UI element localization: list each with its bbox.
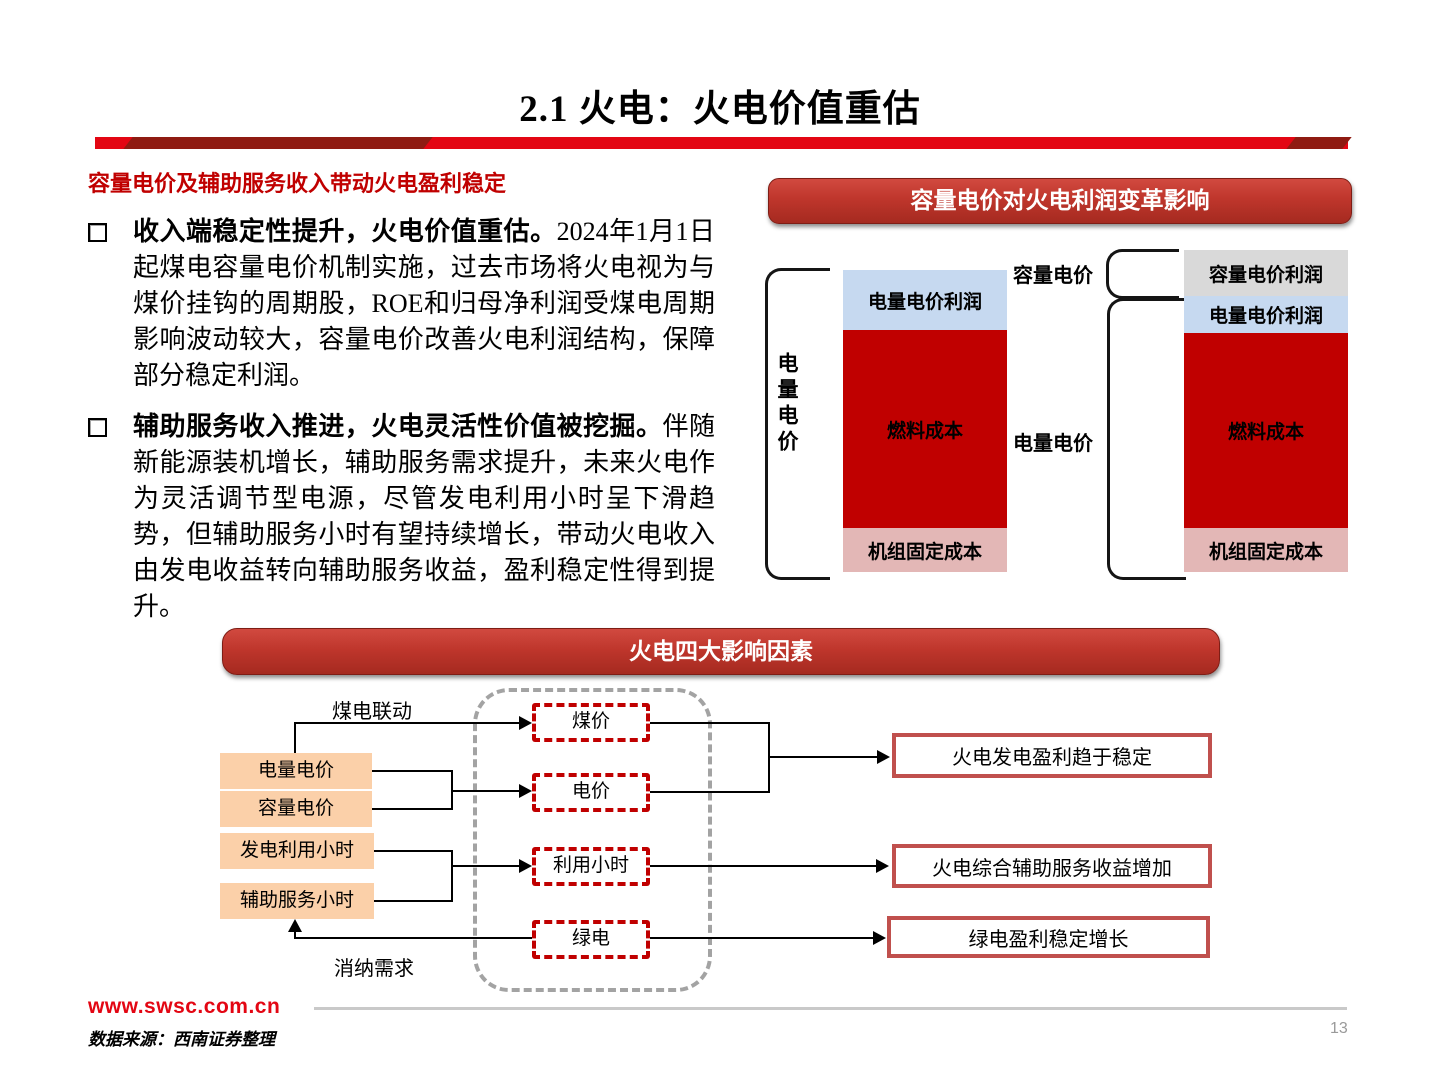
factor-box-coal-price: 煤价	[532, 703, 650, 742]
footer-source: 数据来源：西南证券整理	[88, 1030, 275, 1049]
input-box-ancillary-hours: 辅助服务小时	[220, 883, 374, 919]
connector	[650, 722, 770, 724]
energy-price-label: 电量电价	[1013, 433, 1093, 455]
bar-segment-fuel-cost: 燃料成本	[1184, 333, 1348, 528]
profit-panel-title: 容量电价对火电利润变革影响	[768, 178, 1352, 224]
divider-dark-segment	[123, 137, 433, 149]
arrowhead-up-icon	[288, 919, 302, 932]
outcome-box-generation-profit: 火电发电盈利趋于稳定	[892, 733, 1212, 778]
arrowhead-right-icon	[519, 784, 532, 798]
input-box-energy-price: 电量电价	[220, 753, 372, 789]
right-stacked-bar: 容量电价利润 电量电价利润 燃料成本 机组固定成本	[1184, 250, 1348, 572]
bullet-body: 伴随新能源装机增长，辅助服务需求提升，未来火电作为灵活调节型电源，尽管发电利用小…	[133, 412, 715, 621]
brace-left-bar	[765, 268, 830, 580]
page-number: 13	[1330, 1020, 1348, 1037]
checkbox-bullet-icon	[88, 223, 107, 242]
edge-label-coal-link: 煤电联动	[332, 701, 412, 723]
factor-box-power-price: 电价	[532, 773, 650, 812]
edge-label-consumption-demand: 消纳需求	[334, 958, 414, 980]
bullet-lead: 辅助服务收入推进，火电灵活性价值被挖掘。	[133, 412, 663, 441]
input-box-capacity-price: 容量电价	[220, 791, 372, 827]
connector	[451, 850, 453, 902]
arrowhead-right-icon	[519, 859, 532, 873]
connector	[372, 770, 453, 772]
factor-box-green-power: 绿电	[532, 920, 650, 959]
input-box-generation-hours: 发电利用小时	[220, 833, 374, 869]
bullet-text: 辅助服务收入推进，火电灵活性价值被挖掘。伴随新能源装机增长，辅助服务需求提升，未…	[133, 409, 715, 625]
page-title: 2.1 火电：火电价值重估	[519, 89, 921, 130]
connector	[294, 929, 296, 939]
bullet-body: 2024年1月1日起煤电容量电价机制实施，过去市场将火电视为与煤价挂钩的周期股，…	[133, 217, 715, 390]
connector	[374, 850, 453, 852]
brace-capacity-segment	[1106, 249, 1179, 299]
title-divider	[95, 137, 1352, 149]
connector	[451, 865, 520, 867]
connector	[294, 937, 532, 939]
bullet-item: 辅助服务收入推进，火电灵活性价值被挖掘。伴随新能源装机增长，辅助服务需求提升，未…	[88, 409, 716, 625]
factors-panel-title: 火电四大影响因素	[222, 628, 1220, 675]
checkbox-bullet-icon	[88, 418, 107, 437]
bar-segment-fixed-cost: 机组固定成本	[843, 528, 1007, 572]
arrowhead-right-icon	[876, 859, 889, 873]
bar-segment-capacity-profit: 容量电价利润	[1184, 250, 1348, 296]
bar-segment-fuel-cost: 燃料成本	[843, 330, 1007, 528]
brace-energy-segment	[1107, 298, 1186, 580]
capacity-price-label: 容量电价	[1013, 265, 1093, 287]
connector	[294, 723, 296, 753]
connector	[294, 722, 521, 724]
arrowhead-right-icon	[519, 716, 532, 730]
factor-box-utilization-hours: 利用小时	[532, 847, 650, 886]
connector	[650, 937, 879, 939]
footer-divider	[314, 1007, 1347, 1010]
connector	[451, 790, 520, 792]
outcome-box-ancillary-income: 火电综合辅助服务收益增加	[892, 844, 1212, 888]
left-stacked-bar: 电量电价利润 燃料成本 机组固定成本	[843, 270, 1007, 572]
arrowhead-right-icon	[877, 750, 890, 764]
connector	[650, 791, 770, 793]
left-bar-bracket-label: 电量电价	[775, 352, 799, 456]
factors-dashed-group	[473, 688, 712, 992]
bullet-text: 收入端稳定性提升，火电价值重估。2024年1月1日起煤电容量电价机制实施，过去市…	[133, 214, 715, 394]
arrowhead-right-icon	[873, 931, 886, 945]
footer-website: www.swsc.com.cn	[88, 995, 281, 1018]
section-headline: 容量电价及辅助服务收入带动火电盈利稳定	[88, 171, 507, 196]
connector	[768, 756, 880, 758]
outcome-box-green-profit: 绿电盈利稳定增长	[887, 916, 1210, 958]
bullet-item: 收入端稳定性提升，火电价值重估。2024年1月1日起煤电容量电价机制实施，过去市…	[88, 214, 716, 394]
connector	[372, 808, 453, 810]
divider-dark-segment	[1286, 137, 1352, 149]
connector	[650, 865, 879, 867]
connector	[374, 900, 453, 902]
bullet-lead: 收入端稳定性提升，火电价值重估。	[133, 217, 557, 246]
bar-segment-energy-profit: 电量电价利润	[843, 270, 1007, 330]
bar-segment-energy-profit: 电量电价利润	[1184, 296, 1348, 333]
bar-segment-fixed-cost: 机组固定成本	[1184, 528, 1348, 572]
intro-section: 容量电价及辅助服务收入带动火电盈利稳定 收入端稳定性提升，火电价值重估。2024…	[88, 166, 716, 625]
